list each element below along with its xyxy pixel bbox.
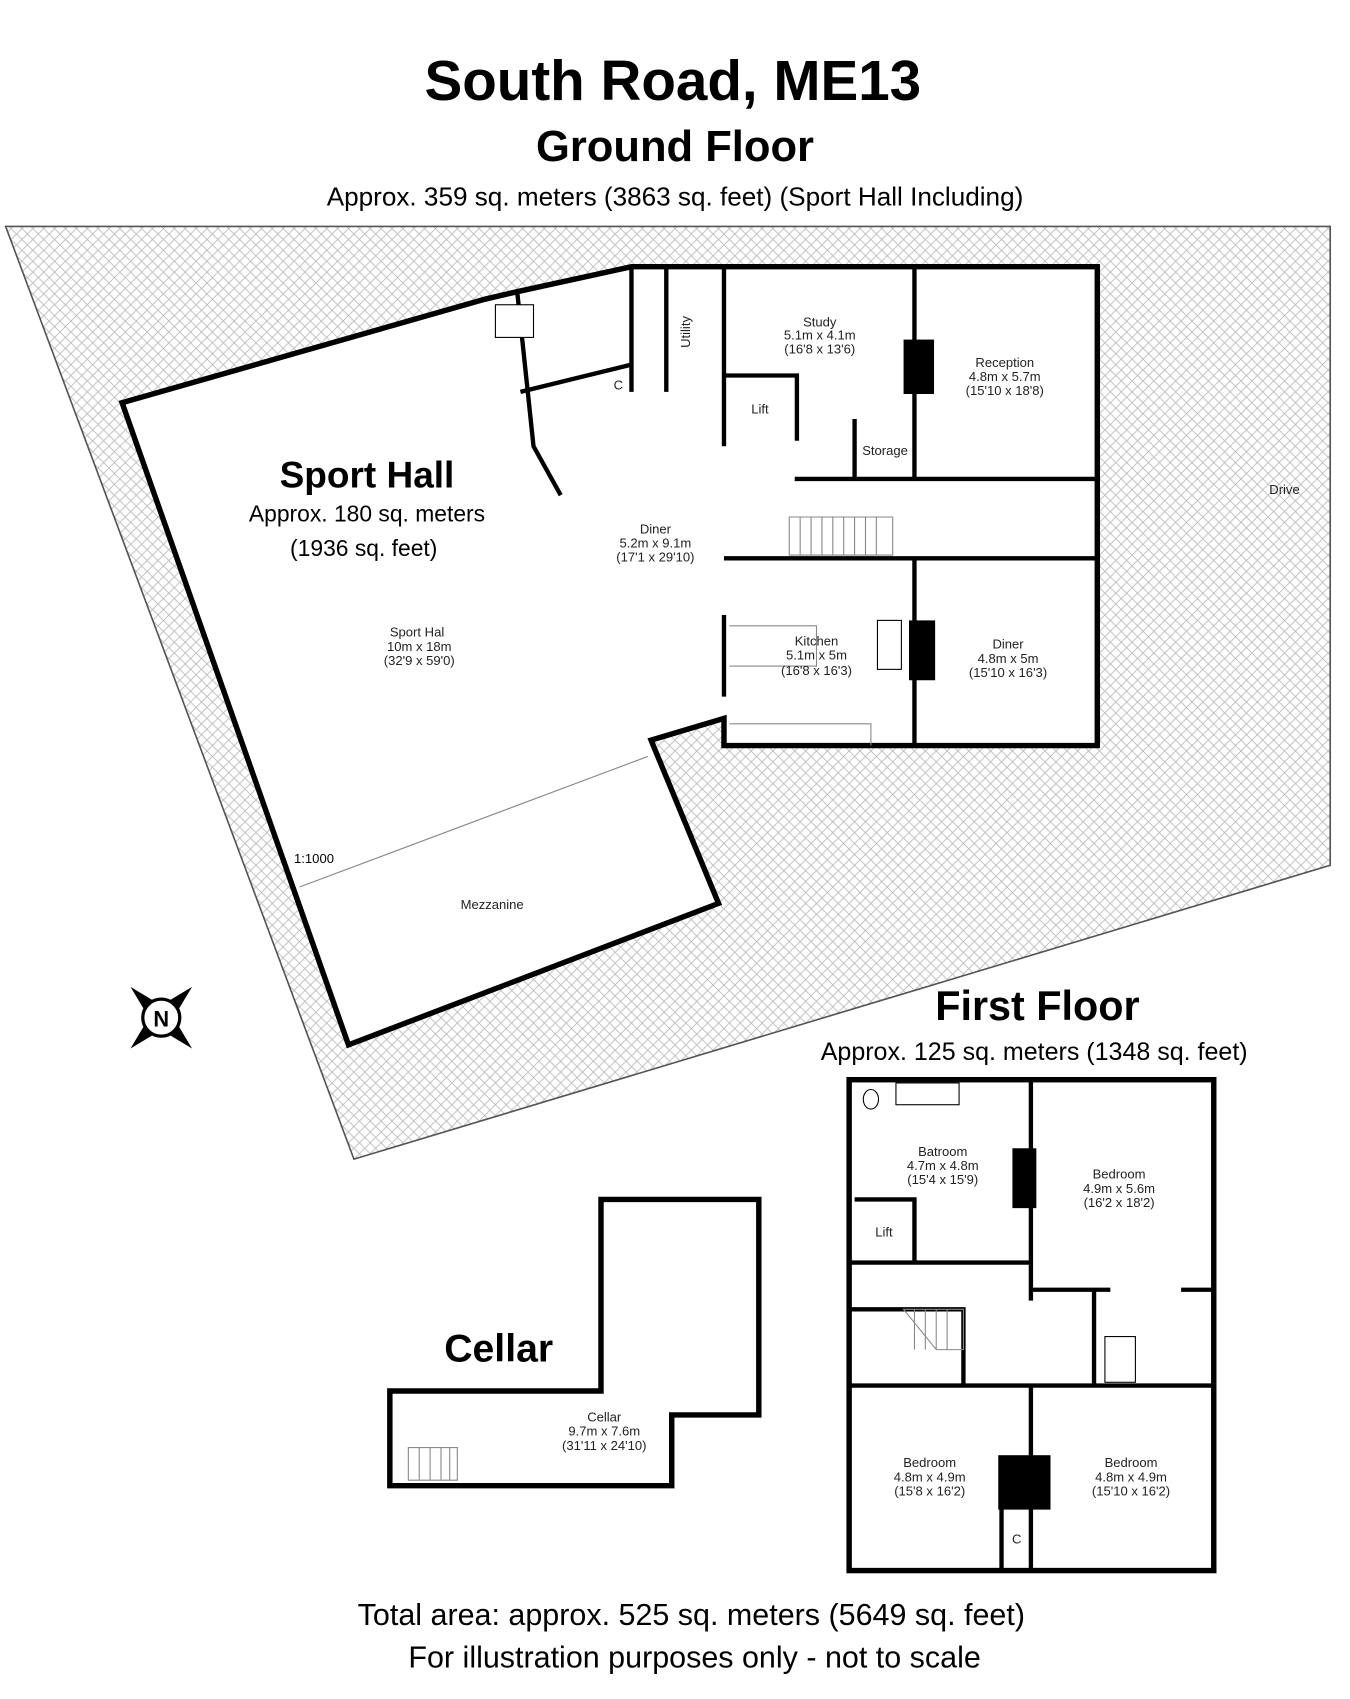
svg-text:10m x 18m: 10m x 18m [387,639,452,654]
svg-text:9.7m x 7.6m: 9.7m x 7.6m [568,1424,640,1439]
room-bedroom-2: Bedroom 4.8m x 4.9m (15'8 x 16'2) [894,1455,966,1498]
compass-icon: N [130,986,193,1049]
drive-label: Drive [1269,482,1299,497]
svg-text:(17'1 x 29'10): (17'1 x 29'10) [616,550,694,565]
svg-text:(15'10 x 16'3): (15'10 x 16'3) [969,665,1047,680]
first-floor-area: Approx. 125 sq. meters (1348 sq. feet) [821,1038,1248,1066]
svg-text:N: N [153,1006,169,1031]
first-floor-title: First Floor [935,983,1139,1029]
room-diner-small: Diner 4.8m x 5m (15'10 x 16'3) [969,637,1047,680]
utility-label: Utility [678,316,693,348]
svg-text:Kitchen: Kitchen [795,633,839,648]
svg-text:(15'10 x 18'8): (15'10 x 18'8) [966,383,1044,398]
svg-text:4.8m x 4.9m: 4.8m x 4.9m [894,1469,966,1484]
sport-hall-title: Sport Hall [280,455,455,496]
svg-text:(15'10 x 16'2): (15'10 x 16'2) [1092,1483,1170,1498]
total-area: Total area: approx. 525 sq. meters (5649… [358,1598,1025,1632]
cupboard-label: C [614,378,623,393]
svg-text:(32'9 x 59'0): (32'9 x 59'0) [384,653,455,668]
svg-text:5.1m x 5m: 5.1m x 5m [786,648,847,663]
cellar-stairs [407,1447,458,1481]
plan-title: South Road, ME13 [424,49,921,112]
first-floor-lift-label: Lift [875,1224,893,1239]
svg-text:Study: Study [803,315,837,330]
svg-text:Bedroom: Bedroom [1093,1167,1146,1182]
room-diner-large: Diner 5.2m x 9.1m (17'1 x 29'10) [616,521,694,564]
svg-text:Diner: Diner [640,521,672,536]
first-floor-cupboard-label: C [1012,1531,1021,1546]
room-cellar: Cellar 9.7m x 7.6m (31'11 x 24'10) [562,1409,647,1452]
room-bedroom-3: Bedroom 4.8m x 4.9m (15'10 x 16'2) [1092,1455,1170,1498]
room-study: Study 5.1m x 4.1m (16'8 x 13'6) [784,315,856,357]
room-bedroom-1: Bedroom 4.9m x 5.6m (16'2 x 18'2) [1083,1167,1155,1210]
svg-text:Bedroom: Bedroom [903,1455,956,1470]
room-bathroom: Batroom 4.7m x 4.8m (15'4 x 15'9) [907,1144,979,1187]
room-kitchen: Kitchen 5.1m x 5m (16'8 x 16'3) [781,633,852,677]
svg-text:Reception: Reception [975,355,1034,370]
svg-text:5.1m x 4.1m: 5.1m x 4.1m [784,328,856,343]
ground-floor-area: Approx. 359 sq. meters (3863 sq. feet) (… [327,182,1024,212]
svg-text:4.9m x 5.6m: 4.9m x 5.6m [1083,1181,1155,1196]
first-floor-interior-walls [849,1079,1214,1571]
storage-label: Storage [862,443,908,458]
svg-text:(16'2 x 18'2): (16'2 x 18'2) [1084,1195,1155,1210]
svg-text:Cellar: Cellar [587,1409,622,1424]
mezzanine-label: Mezzanine [461,897,524,912]
lift-label: Lift [751,402,769,417]
svg-text:Sport Hal: Sport Hal [390,625,444,640]
room-reception: Reception 4.8m x 5.7m (15'10 x 18'8) [966,355,1044,398]
svg-text:(16'8 x 13'6): (16'8 x 13'6) [784,342,855,357]
ground-floor-interior-walls [299,266,1098,888]
cellar-title: Cellar [444,1328,553,1371]
svg-text:5.2m x 9.1m: 5.2m x 9.1m [620,535,692,550]
disclaimer: For illustration purposes only - not to … [408,1640,980,1674]
cellar-outline [387,1196,762,1489]
svg-text:Diner: Diner [992,637,1024,652]
svg-text:4.8m x 4.9m: 4.8m x 4.9m [1095,1469,1167,1484]
svg-text:4.8m x 5m: 4.8m x 5m [978,651,1039,666]
scale-label: 1:1000 [294,851,334,866]
svg-text:(31'11 x 24'10): (31'11 x 24'10) [562,1438,647,1453]
sport-hall-area-ft: (1936 sq. feet) [290,535,437,561]
ground-floor-title: Ground Floor [536,123,814,171]
svg-text:Bedroom: Bedroom [1105,1455,1158,1470]
svg-text:(15'8 x 16'2): (15'8 x 16'2) [894,1483,965,1498]
svg-text:Batroom: Batroom [918,1144,967,1159]
room-sport-hall: Sport Hal 10m x 18m (32'9 x 59'0) [384,625,455,668]
sport-hall-area-m: Approx. 180 sq. meters [249,500,485,526]
svg-text:(15'4 x 15'9): (15'4 x 15'9) [907,1172,978,1187]
svg-text:4.8m x 5.7m: 4.8m x 5.7m [969,369,1041,384]
svg-text:4.7m x 4.8m: 4.7m x 4.8m [907,1158,979,1173]
svg-text:(16'8 x 16'3): (16'8 x 16'3) [781,663,852,678]
